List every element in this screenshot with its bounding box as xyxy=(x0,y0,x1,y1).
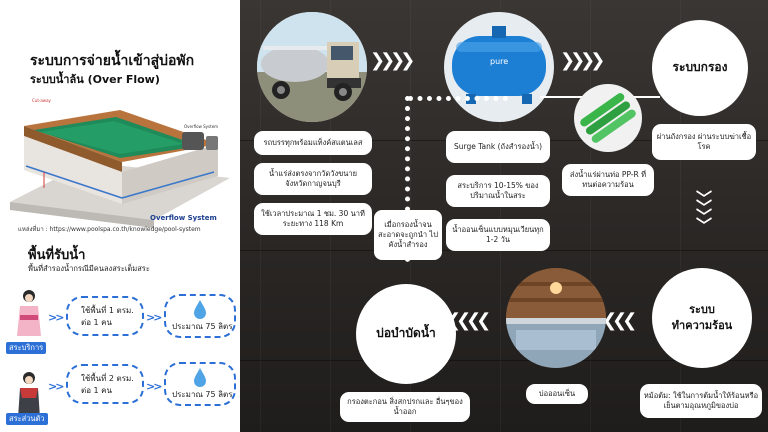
return-note: เมื่อกรองน้ำจน สะอาดจะถูกนำ ไปคังน้ำสำรอ… xyxy=(374,210,442,260)
kimono-woman-icon xyxy=(17,290,41,336)
page-title: ระบบการจ่ายน้ำเข้าสู่บ่อพัก xyxy=(30,53,195,69)
svg-text:Cut-away: Cut-away xyxy=(32,98,52,103)
heat-info: หม้อต้ม: ใช้ในการต้มน้ำให้ร้อนหรือเย็นตา… xyxy=(640,384,762,418)
left-info-panel: ระบบการจ่ายน้ำเข้าสู่บ่อพัก ระบบน้ำล้น (… xyxy=(0,0,240,432)
treatment-circle: บ่อบำบัดน้ำ xyxy=(356,284,456,384)
truck-circle xyxy=(257,12,367,122)
reference-text: แหล่งที่มา : https://www.poolspa.co.th/k… xyxy=(18,226,201,233)
chevron-right-icon: >> xyxy=(48,311,65,324)
flow-diagram-panel: ❯❯❯❯ pure ❯❯❯❯ ระบบกรอง รถบรรทุกพร้อมแท็… xyxy=(240,0,768,432)
flow-arrow-icon: ❯❯❯❯ xyxy=(370,50,415,71)
area-heading: พื้นที่รับน้ำ xyxy=(28,248,86,263)
area-subheading: พื้นที่สำรองน้ำกรณีมีคนลงสระเต็มสระ xyxy=(28,264,150,273)
page-subtitle: ระบบน้ำล้น (Over Flow) xyxy=(30,73,160,86)
tank-info-3: น้ำออนเซ็นแบบหมุนเวียนทุก 1-2 วัน xyxy=(446,219,550,251)
volume-pill-1: ประมาณ 75 ลิตร xyxy=(164,294,236,338)
return-line xyxy=(408,96,508,101)
onsen-info: บ่อออนเซ็น xyxy=(526,384,588,404)
svg-text:Overflow System: Overflow System xyxy=(184,124,218,129)
heat-label-line2: ทำความร้อน xyxy=(671,319,733,332)
water-drop-icon xyxy=(194,368,206,387)
onsen-bath-icon xyxy=(506,268,606,368)
tag-service-pool: สระบริการ xyxy=(6,342,47,354)
filter-label: ระบบกรอง xyxy=(672,60,728,74)
overflow-pool-illustration: Overflow System Cut-away xyxy=(10,98,230,228)
pipe-circle xyxy=(574,84,642,152)
kimono-man-icon xyxy=(18,372,40,418)
onsen-circle xyxy=(506,268,606,368)
chevron-right-icon: >> xyxy=(48,380,65,393)
chevron-right-icon: >> xyxy=(146,380,163,393)
chevron-right-icon: >> xyxy=(146,311,163,324)
usage-pill-1: ใช้พื้นที่ 1 ตรม. ต่อ 1 คน xyxy=(66,296,144,336)
ppr-pipe-icon xyxy=(580,93,636,143)
filter-info: ผ่านถังกรอง ผ่านระบบฆ่าเชื้อโรค xyxy=(652,124,756,160)
water-drop-icon xyxy=(194,300,206,319)
volume-pill-2: ประมาณ 75 ลิตร xyxy=(164,362,236,406)
tank-info-1: Surge Tank (ถังสำรองน้ำ) xyxy=(446,131,550,163)
usage-pill-2: ใช้พื้นที่ 2 ตรม. ต่อ 1 คน xyxy=(66,364,144,404)
truck-info-3: ใช้เวลาประมาณ 1 ชม. 30 นาที ระยะทาง 118 … xyxy=(254,203,372,235)
volume-text: ประมาณ 75 ลิตร xyxy=(172,390,233,399)
heat-label-line1: ระบบ xyxy=(689,303,715,316)
return-line xyxy=(405,96,410,262)
surge-tank-icon: pure xyxy=(452,26,546,104)
flow-arrow-down-icon: ﹀﹀﹀﹀ xyxy=(695,189,712,235)
tank-brand: pure xyxy=(490,57,508,66)
pipe-info: ส่งน้ำแร่ผ่านท่อ PP-R ที่ทนต่อความร้อน xyxy=(562,164,654,196)
volume-text: ประมาณ 75 ลิตร xyxy=(172,322,233,331)
filter-system-circle: ระบบกรอง xyxy=(652,20,748,116)
truck-info-1: รถบรรทุกพร้อมแท็งค์สแตนเลส xyxy=(254,131,372,155)
treatment-label: บ่อบำบัดน้ำ xyxy=(376,326,436,340)
flow-arrow-left-icon: ❮❮❮❮ xyxy=(446,310,491,331)
tag-private-pool: สระส่วนตัว xyxy=(6,413,48,425)
treatment-info: กรองตะกอน สิ่งสกปรกและ อื่นๆของน้ำออก xyxy=(340,392,470,422)
usage-line-2: ต่อ 1 คน xyxy=(81,386,112,395)
tank-info-2: สระบริการ 10-15% ของปริมาณน้ำในสระ xyxy=(446,175,550,207)
water-truck-icon xyxy=(257,12,367,122)
usage-line-2: ต่อ 1 คน xyxy=(81,318,112,327)
usage-line-1: ใช้พื้นที่ 2 ตรม. xyxy=(81,374,134,383)
heat-system-circle: ระบบ ทำความร้อน xyxy=(652,268,752,368)
tank-circle: pure xyxy=(444,12,554,122)
illustration-caption: Overflow System xyxy=(150,214,217,222)
truck-info-2: น้ำแร่ส่งตรงจากวัดวังขนาย จังหวัดกาญจนบุ… xyxy=(254,163,372,195)
usage-line-1: ใช้พื้นที่ 1 ตรม. xyxy=(81,306,134,315)
flow-arrow-icon: ❯❯❯❯ xyxy=(560,50,605,71)
